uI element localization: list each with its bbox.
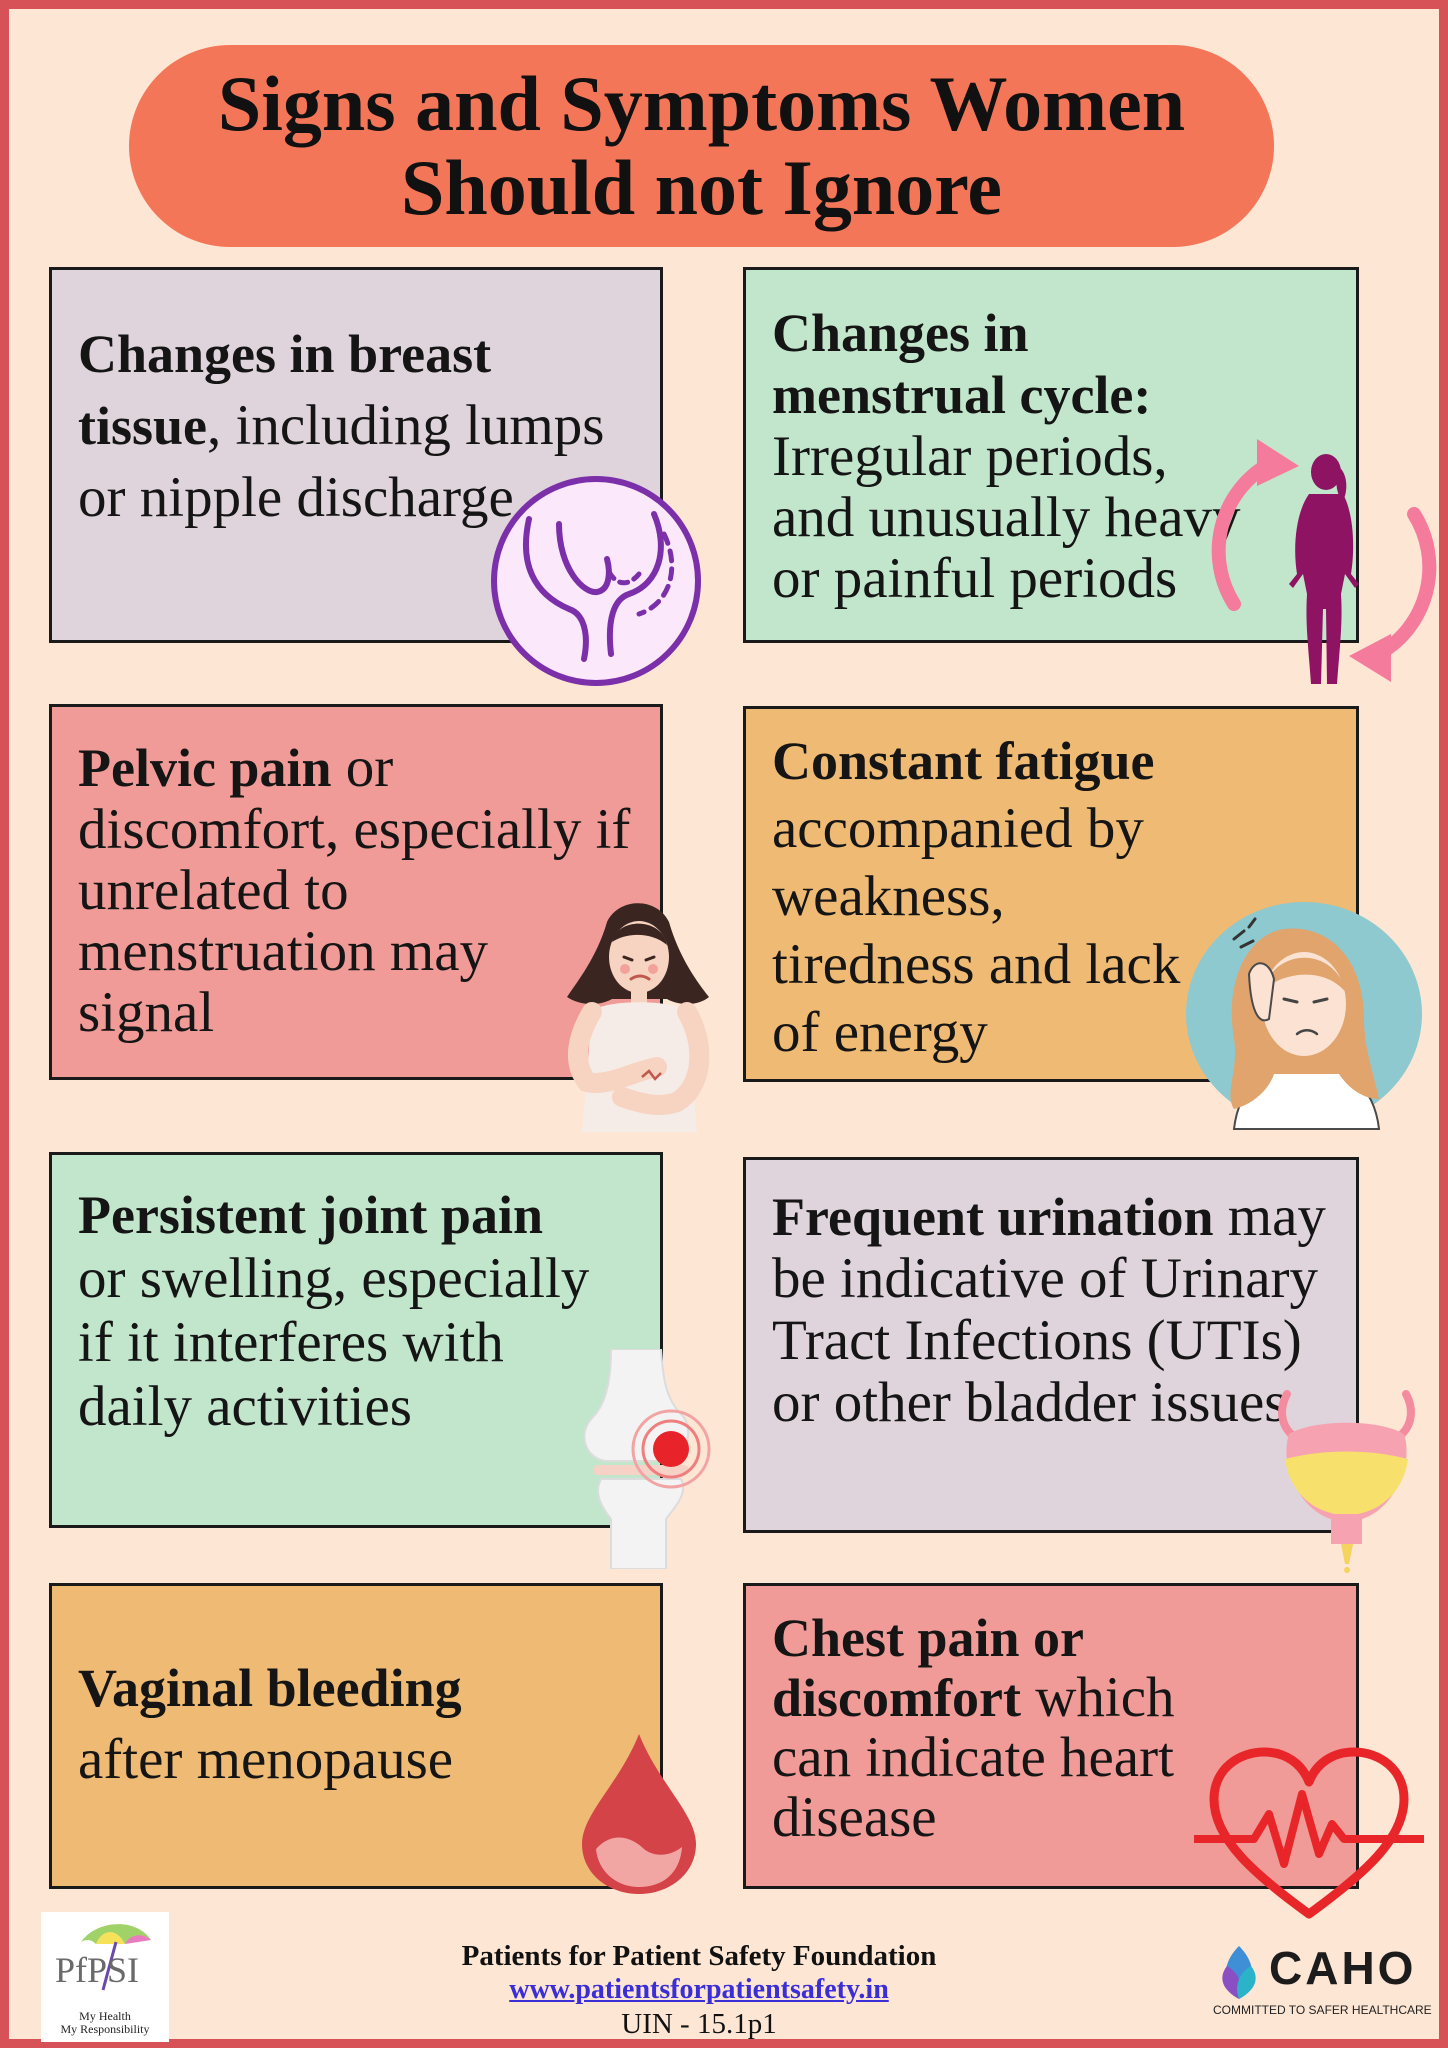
footer-uin: UIN - 15.1p1 xyxy=(621,2008,777,2040)
footer-info: Patients for Patient Safety Foundation w… xyxy=(389,1939,1009,2041)
card-joint-text: or swelling, especially if it interferes… xyxy=(78,1247,590,1438)
card-urination-text: may be indicative of Urinary Tract Infec… xyxy=(772,1185,1326,1434)
card-menstrual-bold: Changes in menstrual cycle: xyxy=(772,303,1152,425)
pfpsi-tagline-2: My Responsibility xyxy=(60,2022,150,2036)
card-vaginal-bleeding: Vaginal bleeding after menopause xyxy=(49,1583,663,1889)
pfpsi-logo: PfPSI My Health My Responsibility xyxy=(41,1912,169,2042)
pfpsi-mark: PfPSI xyxy=(55,1950,139,1990)
card-fatigue: Constant fatigue accompanied by weakness… xyxy=(743,706,1359,1082)
card-chest-bold: Chest pain or discomfort xyxy=(772,1608,1084,1728)
card-chest-text: which can indicate heart disease xyxy=(772,1666,1175,1849)
woman-abdominal-pain-icon xyxy=(567,903,710,1132)
caho-flame-icon xyxy=(1222,1946,1256,1999)
woman-cycle-icon xyxy=(1211,439,1437,684)
card-urination-bold: Frequent urination xyxy=(772,1187,1214,1247)
heart-pulse-icon xyxy=(1194,1747,1424,1919)
pfpsi-tagline-1: My Health xyxy=(79,2009,131,2023)
card-joint-pain: Persistent joint pain or swelling, espec… xyxy=(49,1152,663,1528)
card-menstrual-text: Irregular periods, and unusually heavy o… xyxy=(772,425,1241,610)
card-fatigue-text: accompanied by weakness, tiredness and l… xyxy=(772,797,1181,1064)
card-bleeding-bold: Vaginal bleeding xyxy=(78,1658,462,1718)
blood-drop-icon xyxy=(582,1734,696,1894)
breast-outline-icon xyxy=(491,476,701,686)
title-banner: Signs and Symptoms Women Should not Igno… xyxy=(129,45,1274,247)
knee-joint-pain-icon xyxy=(583,1349,711,1569)
card-pelvic-bold: Pelvic pain xyxy=(78,738,332,798)
tired-woman-icon xyxy=(1186,902,1422,1130)
card-pelvic-pain: Pelvic pain or discomfort, especially if… xyxy=(49,704,663,1080)
caho-name: CAHO xyxy=(1269,1942,1417,1994)
card-breast-text: , including lumps or nipple discharge. xyxy=(78,394,605,529)
caho-logo: CAHO COMMITTED TO SAFER HEALTHCARE xyxy=(1209,1937,1434,2027)
card-breast-bold: Changes in breast tissue xyxy=(78,324,492,456)
card-pelvic-text: or discomfort, especially if unrelated t… xyxy=(78,736,631,1044)
card-breast-changes: Changes in breast tissue, including lump… xyxy=(49,267,663,643)
umbrella-logo-icon: PfPSI xyxy=(55,1924,151,1991)
card-joint-bold: Persistent joint pain xyxy=(78,1185,543,1245)
bladder-icon xyxy=(1278,1390,1415,1573)
card-fatigue-bold: Constant fatigue xyxy=(772,731,1155,791)
card-menstrual-changes: Changes in menstrual cycle: Irregular pe… xyxy=(743,267,1359,643)
card-bleeding-text: after menopause xyxy=(78,1728,454,1791)
caho-tagline: COMMITTED TO SAFER HEALTHCARE xyxy=(1213,2003,1432,2017)
title-line-1: Signs and Symptoms Women xyxy=(217,60,1186,147)
footer-org-name: Patients for Patient Safety Foundation xyxy=(461,1940,937,1972)
footer-website-link[interactable]: www.patientsforpatientsafety.in xyxy=(509,1974,889,2005)
title-line-2: Should not Ignore xyxy=(400,144,1003,231)
card-frequent-urination: Frequent urination may be indicative of … xyxy=(743,1157,1359,1533)
